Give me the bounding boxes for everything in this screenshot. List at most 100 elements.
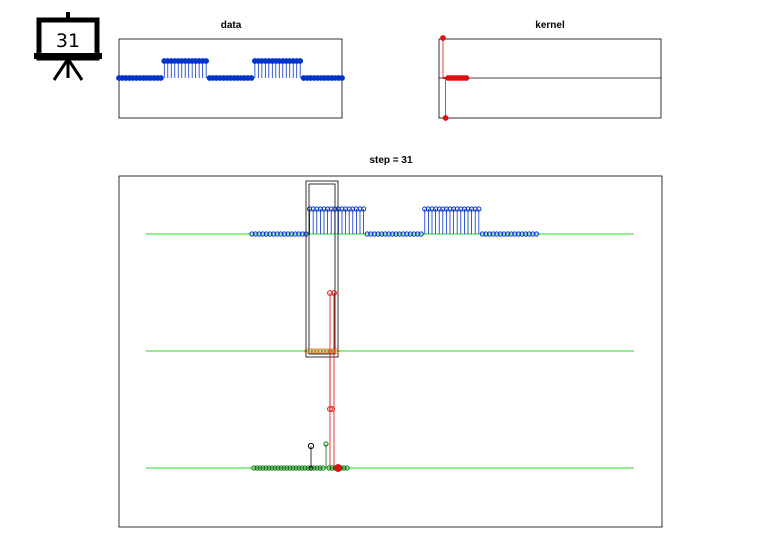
step-data-point-64-marker (479, 231, 485, 237)
step-data-point-56-marker (451, 206, 457, 212)
step-data-point-40-marker (393, 231, 399, 237)
kernel-point-0-marker (440, 35, 446, 41)
step-kernel-overlap-marker-0 (304, 348, 310, 354)
step-data-point-38-marker (386, 231, 392, 237)
step-data-point-31-marker (361, 206, 367, 212)
step-data-point-28-marker (350, 206, 356, 212)
step-result-point-2-marker (257, 465, 263, 471)
data-point-38-marker (248, 75, 255, 81)
step-data-point-76-marker (523, 231, 529, 237)
step-result-point-5-marker (266, 465, 272, 471)
step-result-current-marker (307, 442, 315, 450)
step-kernel-overlap-marker-8 (330, 348, 336, 354)
step-plot: step = 31 (118, 155, 663, 528)
step-kernel-overlap-marker-3 (314, 348, 320, 354)
step-data-point-66-marker (487, 231, 493, 237)
step-kernel-overlap-marker-9 (334, 348, 340, 354)
step-result-point-20-marker (311, 465, 317, 471)
step-result-point-22-marker (317, 465, 323, 471)
kernel-plot-axes-frame (438, 38, 662, 119)
step-data-point-57-marker (454, 206, 460, 212)
step-result-point-14-marker (293, 465, 299, 471)
step-data-point-74-marker (515, 231, 522, 237)
step-result-point-15-marker (296, 465, 302, 471)
data-point-64-marker (339, 75, 345, 81)
step-kernel-overlap-marker-6 (324, 348, 330, 354)
step-data-point-54-marker (443, 206, 449, 212)
step-data-point-46-marker (415, 231, 421, 237)
step-result-point-17-marker (302, 465, 308, 471)
step-data-point-72-marker (508, 231, 514, 237)
step-data-point-71-marker (505, 231, 511, 237)
step-data-point-43-marker (404, 231, 410, 237)
step-data-point-13-marker (296, 231, 302, 237)
step-plot-axes-frame (118, 175, 663, 528)
step-result-point-13-marker (290, 465, 296, 471)
step-data-point-63-marker (476, 206, 482, 212)
data-plot-marks (116, 58, 345, 81)
step-data-point-26-marker (343, 206, 349, 212)
step-data-point-39-marker (389, 231, 395, 237)
step-data-point-25-marker (339, 206, 345, 212)
step-result-active-marker (334, 464, 342, 472)
kernel-plot-title: kernel (535, 20, 565, 31)
step-result-point-24-marker (323, 441, 329, 447)
step-data-point-19-marker (317, 206, 323, 212)
step-data-point-8-marker (278, 231, 284, 237)
step-data-point-11-marker (289, 231, 295, 237)
step-data-point-10-marker (285, 231, 291, 237)
step-result-point-31-marker (344, 465, 350, 471)
step-data-point-60-marker (465, 206, 471, 212)
step-data-point-65-marker (483, 231, 489, 237)
step-data-point-69-marker (497, 231, 503, 237)
step-data-point-70-marker (501, 231, 507, 237)
step-data-point-67-marker (490, 231, 496, 237)
step-data-point-48-marker (422, 206, 428, 212)
kernel-plot: kernel (438, 20, 662, 121)
step-result-point-21-marker (314, 465, 320, 471)
step-result-point-4-marker (263, 465, 269, 471)
step-data-point-47-marker (418, 231, 424, 237)
kernel-point-1-marker (442, 115, 449, 121)
step-data-point-73-marker (512, 231, 518, 237)
step-data-point-9-marker (281, 231, 287, 237)
step-data-point-32-marker (364, 231, 370, 237)
step-result-point-0-marker (251, 465, 257, 471)
board-step-label: 31 (56, 30, 80, 52)
step-result-point-3-marker (260, 465, 266, 471)
step-data-point-44-marker (407, 231, 413, 237)
step-data-point-49-marker (425, 206, 431, 212)
step-data-point-18-marker (314, 206, 320, 212)
step-data-point-62-marker (472, 206, 478, 212)
step-data-point-61-marker (469, 206, 475, 212)
data-plot: data (116, 20, 345, 119)
step-result-point-10-marker (281, 465, 287, 471)
step-data-point-79-marker (533, 231, 540, 237)
step-data-point-78-marker (530, 231, 536, 237)
step-data-point-14-marker (299, 231, 305, 237)
step-result-point-11-marker (284, 465, 290, 471)
step-result-point-16-marker (299, 465, 305, 471)
step-result-point-7-marker (272, 465, 278, 471)
step-data-point-58-marker (458, 206, 464, 212)
step-data-point-20-marker (321, 206, 327, 212)
step-data-point-22-marker (328, 206, 334, 212)
data-point-52-marker (297, 58, 304, 64)
step-data-point-1-marker (253, 231, 259, 237)
step-data-point-17-marker (310, 206, 316, 212)
step-data-point-37-marker (382, 231, 388, 237)
step-plot-title: step = 31 (369, 155, 413, 166)
step-kernel-connector (329, 293, 335, 468)
step-data-point-52-marker (436, 206, 442, 212)
presentation-board-icon: 31 (34, 12, 102, 81)
step-data-point-34-marker (371, 231, 377, 237)
step-data-point-77-marker (526, 231, 532, 237)
step-data-point-53-marker (440, 206, 446, 212)
step-window-inner-frame (308, 183, 336, 355)
kernel-plot-marks (440, 35, 470, 121)
step-data-point-5-marker (267, 231, 273, 237)
step-data-point-51-marker (433, 206, 439, 212)
step-data-point-42-marker (400, 231, 406, 237)
step-data-point-2-marker (256, 231, 262, 237)
